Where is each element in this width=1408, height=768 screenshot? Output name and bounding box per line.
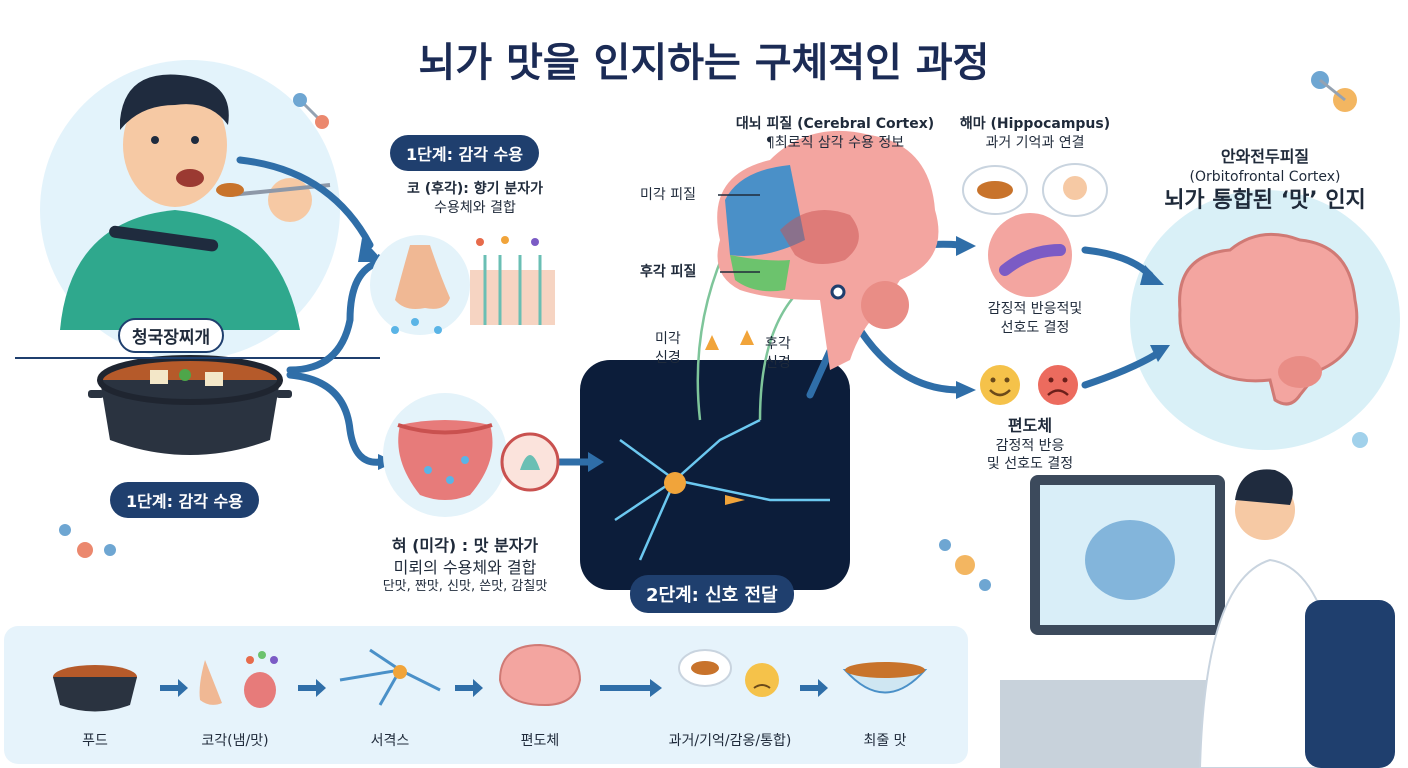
neuron-soma <box>664 472 686 494</box>
stage2-pill: 2단계: 신호 전달 <box>630 575 794 613</box>
tongue-tastes: 단맛, 짠맛, 신맛, 쓴맛, 감칠맛 <box>382 579 548 595</box>
amygdala-faces <box>980 365 1078 405</box>
stage1-pill-bottom: 1단계: 감각 수용 <box>110 482 259 518</box>
tongue-title: 혀 (미각) : 맛 분자가 <box>391 536 539 555</box>
nose-illustration <box>370 235 470 335</box>
taste-nerve-line1: 미각 <box>655 331 681 347</box>
amygdala-title: 편도체 <box>1007 416 1053 435</box>
nose-title: 코 (후각): 향기 분자가 <box>406 181 544 197</box>
smell-nerve-line2: 신경 <box>765 354 791 371</box>
ofc-caption: 안와전두피질 (Orbitofrontal Cortex) 뇌가 통합된 ‘맛’… <box>1140 146 1390 216</box>
amygdala-sub-line1: 감정적 반응 <box>995 437 1065 454</box>
ofc-subtitle: (Orbitofrontal Cortex) <box>1189 168 1341 185</box>
hippocampus-subtitle: 과거 기억과 연결 <box>985 134 1085 151</box>
food-label: 청국장찌개 <box>118 318 225 353</box>
hippocampus-note-line2: 선호도 결정 <box>1000 319 1070 336</box>
hippocampus-caption: 해마 (Hippocampus) 과거 기억과 연결 <box>945 115 1125 153</box>
amygdala-caption: 편도체 감정적 반응 및 선호도 결정 <box>960 415 1100 474</box>
ofc-title: 안와전두피질 <box>1220 147 1310 166</box>
amygdala-sub-line2: 및 선호도 결정 <box>986 456 1074 473</box>
arrow-heads <box>358 236 1170 472</box>
smell-cortex-label: 후각 피질 <box>640 264 697 280</box>
molecule-icon <box>59 71 1368 591</box>
hippocampus-illustration <box>962 163 1108 297</box>
nerve-arrows <box>705 330 754 505</box>
flow-arrows <box>236 156 1159 466</box>
hippocampus-note: 감징적 반응적및 선호도 결정 <box>950 300 1120 338</box>
nose-caption: 코 (후각): 향기 분자가 수용체와 결합 <box>385 180 565 218</box>
hippocampus-title: 해마 (Hippocampus) <box>959 116 1111 132</box>
person-eating-illustration <box>60 74 331 330</box>
cortex-caption: 대뇌 피질 (Cerebral Cortex) ¶최로직 삼각 수용 정보 <box>720 115 950 153</box>
taste-cortex-label: 미각 피질 <box>640 187 696 203</box>
smell-nerve-label: 후각 신경 <box>765 335 791 373</box>
flow-label-memory: 과거/기억/감옹/통합) <box>668 733 792 749</box>
flow-label-amygdala: 편도체 <box>520 733 560 749</box>
stage1-pill-top: 1단계: 감각 수용 <box>390 135 539 171</box>
flow-label-final: 최줄 맛 <box>863 733 907 749</box>
bottom-flow-panel <box>4 626 968 764</box>
flow-icons <box>53 643 928 712</box>
cortex-subtitle: ¶최로직 삼각 수용 정보 <box>765 134 905 151</box>
page-title: 뇌가 맛을 인지하는 구체적인 과정 <box>418 40 990 86</box>
cortex-title: 대뇌 피질 (Cerebral Cortex) <box>735 116 935 132</box>
pot-illustration <box>88 355 292 455</box>
flow-label-food: 푸드 <box>82 733 108 749</box>
flow-label-sense: 코각(냄/맛) <box>201 733 269 749</box>
taste-nerve-label: 미각 신경 <box>655 330 681 368</box>
doctor-illustration <box>1000 469 1395 768</box>
flow-arrow-icons <box>160 679 828 697</box>
tongue-illustration <box>383 393 560 517</box>
olfactory-receptor-illustration <box>470 236 555 325</box>
tongue-caption: 혀 (미각) : 맛 분자가 미뢰의 수용체와 결합 단맛, 짠맛, 신맛, 쓴… <box>360 535 570 596</box>
nose-subtitle: 수용체와 결합 <box>434 199 516 216</box>
hippocampus-note-line1: 감징적 반응적및 <box>987 301 1083 317</box>
neuron-illustration <box>614 249 830 561</box>
neuron-backdrop <box>580 360 850 590</box>
flow-label-neuron: 서격스 <box>370 733 410 749</box>
ofc-brain-illustration <box>1178 232 1359 406</box>
tongue-subtitle: 미뢰의 수용체와 결합 <box>393 557 537 577</box>
ofc-result: 뇌가 통합된 ‘맛’ 인지 <box>1164 188 1366 214</box>
taste-nerve-line2: 신경 <box>655 349 681 366</box>
smell-nerve-line1: 후각 <box>765 336 791 352</box>
brain-illustration <box>717 130 939 370</box>
